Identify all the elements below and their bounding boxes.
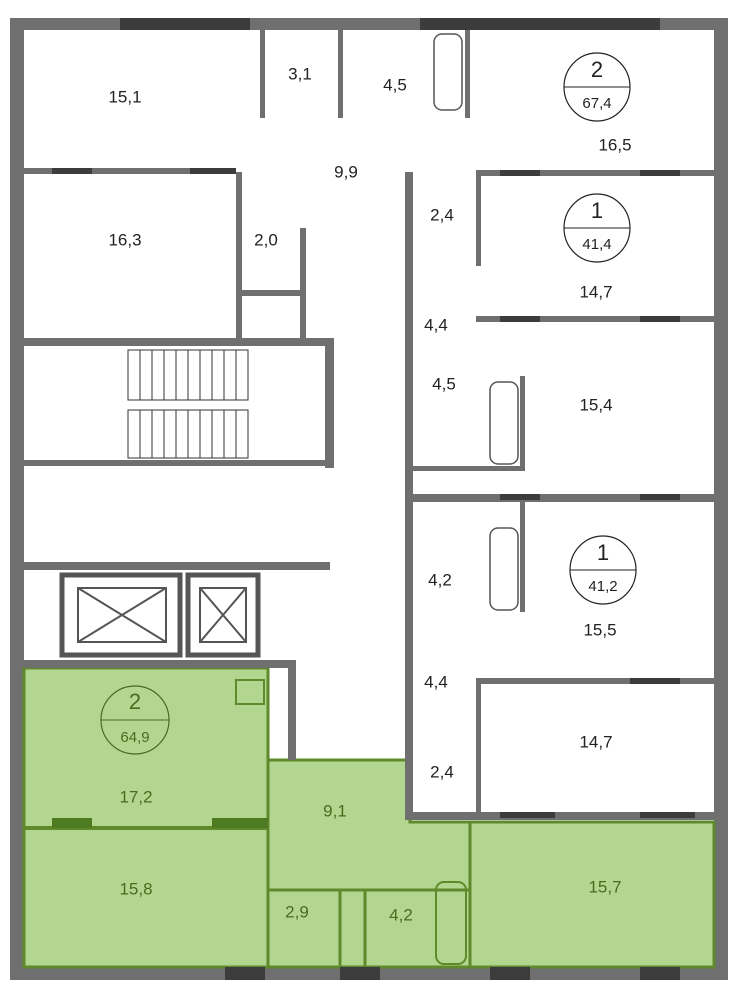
apartment-badge[interactable]: 1 41,2 — [569, 535, 637, 605]
room-area: 4,5 — [383, 75, 407, 94]
room-area: 14,7 — [579, 282, 612, 301]
highlighted-apartment[interactable] — [22, 666, 716, 969]
room-area: 15,5 — [583, 620, 616, 639]
bathtubs — [433, 33, 519, 611]
room-area: 4,4 — [424, 315, 448, 334]
svg-text:64,9: 64,9 — [120, 729, 149, 746]
svg-text:41,2: 41,2 — [588, 578, 617, 595]
elevators — [59, 572, 261, 658]
room-area: 2,0 — [254, 230, 278, 249]
apartment-badge[interactable]: 2 67,4 — [563, 52, 631, 122]
room-area: 4,5 — [432, 374, 456, 393]
room-area: 9,1 — [323, 801, 347, 820]
room-area: 17,2 — [119, 787, 152, 806]
room-area: 2,4 — [430, 762, 454, 781]
apartment-badge[interactable]: 1 41,4 — [563, 193, 631, 263]
room-area: 4,2 — [389, 905, 413, 924]
room-area: 4,2 — [428, 570, 452, 589]
room-area: 15,1 — [108, 87, 141, 106]
room-area: 15,7 — [588, 877, 621, 896]
svg-text:2: 2 — [591, 57, 603, 82]
svg-text:41,4: 41,4 — [582, 236, 611, 253]
room-labels: 15,1 3,1 4,5 16,5 9,9 16,3 2,0 2,4 14,7 … — [108, 64, 631, 924]
windows — [52, 18, 695, 980]
room-area: 9,9 — [334, 162, 358, 181]
svg-text:2: 2 — [129, 689, 141, 714]
staircase — [127, 349, 249, 459]
room-area: 14,7 — [579, 732, 612, 751]
svg-text:1: 1 — [597, 540, 609, 565]
room-area: 2,9 — [285, 902, 309, 921]
room-area: 16,3 — [108, 230, 141, 249]
room-area: 15,4 — [579, 395, 612, 414]
svg-text:1: 1 — [591, 198, 603, 223]
room-area: 3,1 — [288, 64, 312, 83]
room-area: 16,5 — [598, 135, 631, 154]
room-area: 2,4 — [430, 205, 454, 224]
interior-walls — [24, 30, 714, 820]
room-area: 15,8 — [119, 879, 152, 898]
svg-text:67,4: 67,4 — [582, 95, 611, 112]
room-area: 4,4 — [424, 672, 448, 691]
apartment-badge-highlighted[interactable]: 2 64,9 — [100, 685, 170, 755]
